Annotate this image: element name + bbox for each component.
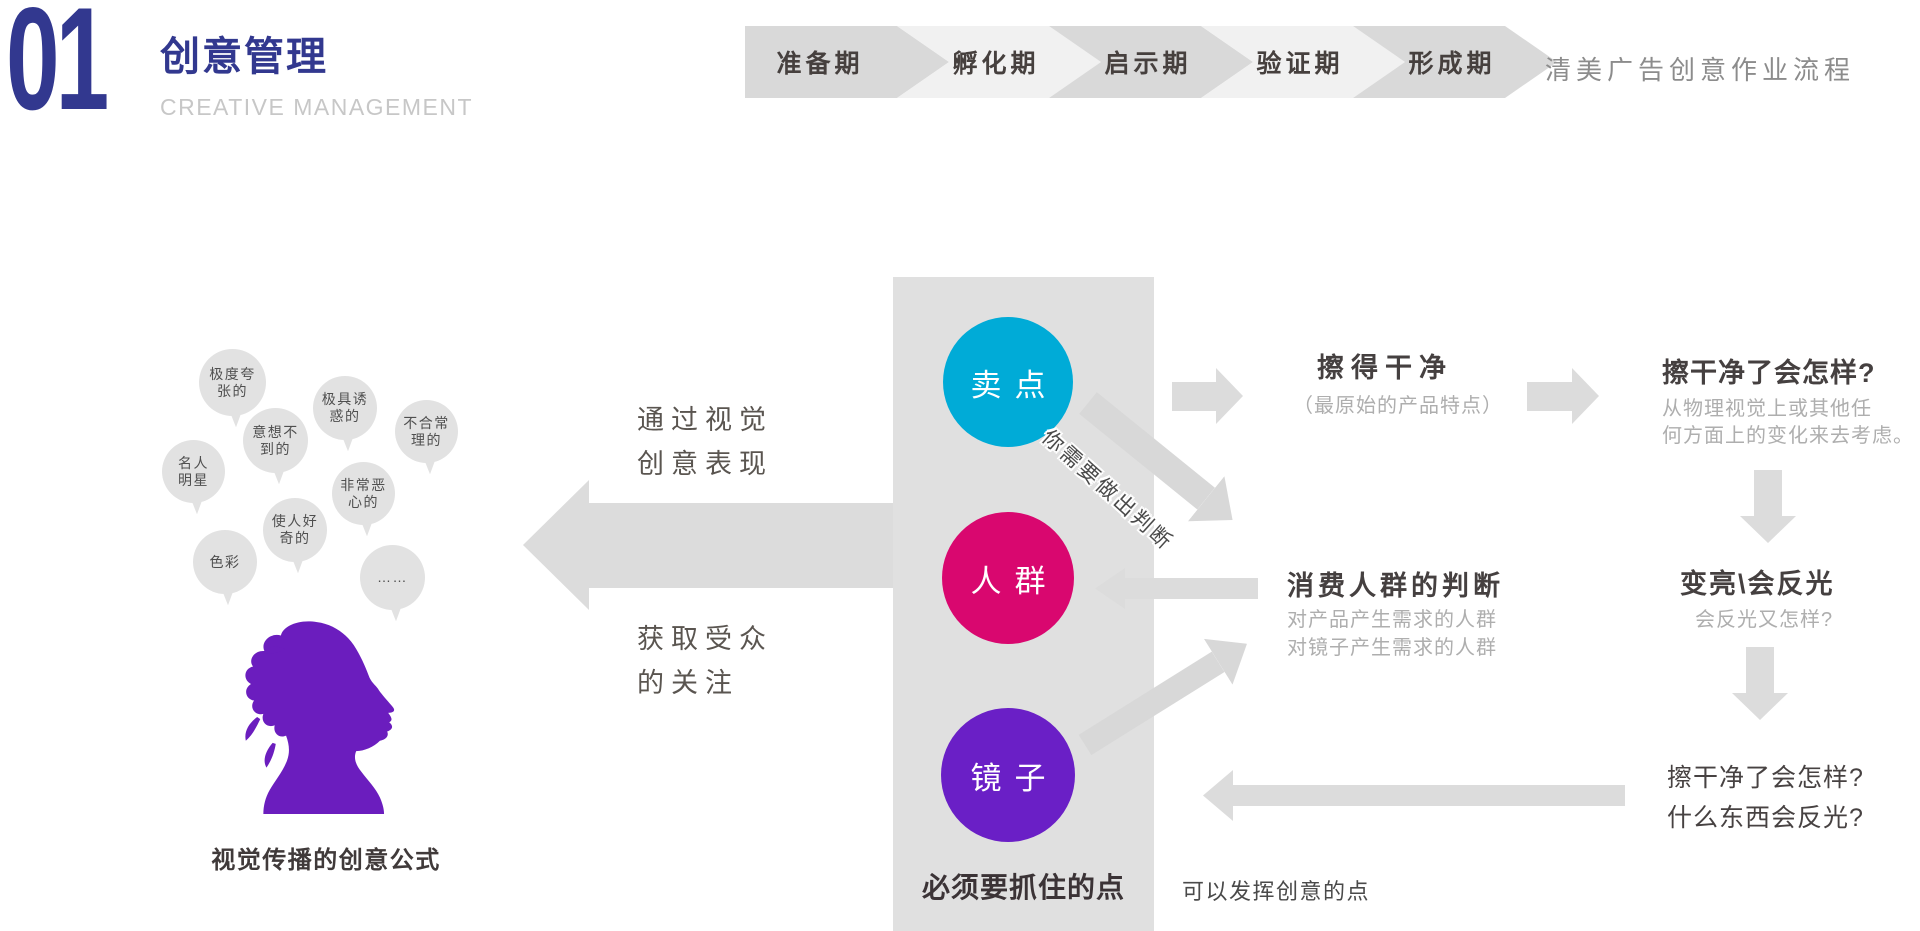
idea-bubble-text: 色彩 xyxy=(209,553,241,570)
what-if-clean-note: 从物理视觉上或其他任 何方面上的变化来去考虑。 xyxy=(1662,396,1914,450)
process-stage-label: 准备期 xyxy=(776,50,864,78)
arrow-down-1-body-icon xyxy=(1754,470,1782,516)
what-if-clean-note-line2: 何方面上的变化来去考虑。 xyxy=(1662,425,1914,447)
idea-bubble-text: 非常恶心的 xyxy=(340,476,387,510)
bubble-tail xyxy=(421,459,435,475)
idea-bubble-text: 意想不到的 xyxy=(252,423,299,457)
bubble-tail xyxy=(188,499,202,515)
key-point-circle-3: 镜子 xyxy=(941,708,1075,842)
arrow-left-audience-body-icon xyxy=(1123,578,1258,599)
idea-bubble-text: 极度夸张的 xyxy=(209,365,256,399)
idea-bubble: …… xyxy=(360,545,425,622)
consumer-judgment-title: 消费人群的判断 xyxy=(1287,571,1504,601)
bubble-tail xyxy=(290,558,303,574)
page-title: 创意管理 xyxy=(160,35,328,79)
wipe-clean-subtitle: （最原始的产品特点） xyxy=(1293,395,1503,417)
process-stage-label: 验证期 xyxy=(1256,50,1344,78)
idea-bubble: 使人好奇的 xyxy=(263,498,327,574)
idea-bubble: 极具诱惑的 xyxy=(313,376,377,452)
idea-bubble: 意想不到的 xyxy=(243,408,308,485)
mirror-questions-line2: 什么东西会反光? xyxy=(1667,804,1864,832)
idea-bubble: 非常恶心的 xyxy=(332,462,395,537)
process-stage-label: 孵化期 xyxy=(952,50,1040,78)
creative-points-label: 可以发挥创意的点 xyxy=(1182,879,1371,904)
idea-bubble-text: 不合常理的 xyxy=(403,414,450,448)
mid-top-text: 通过视觉 创意表现 xyxy=(637,398,773,486)
bubble-tail xyxy=(270,469,284,485)
key-point-circle-2: 人群 xyxy=(942,512,1074,644)
big-left-arrow-body-icon xyxy=(588,503,894,588)
wipe-clean-title: 擦得干净 xyxy=(1317,353,1453,383)
arrow-down-2-head-icon xyxy=(1732,693,1788,720)
idea-bubble: 不合常理的 xyxy=(395,400,458,475)
bubble-tail xyxy=(227,412,241,428)
arrow-left-long-body-icon xyxy=(1231,785,1625,806)
section-number: 01 xyxy=(6,0,109,140)
consumer-judgment-note-line2: 对镜子产生需求的人群 xyxy=(1287,637,1497,659)
bubble-tail xyxy=(220,590,233,606)
woman-silhouette-image xyxy=(226,618,408,814)
mirror-questions-text: 擦干净了会怎样? 什么东西会反光? xyxy=(1667,758,1864,838)
page-subtitle: CREATIVE MANAGEMENT xyxy=(160,94,474,120)
process-stage-label: 形成期 xyxy=(1408,50,1496,78)
big-left-arrow-head-icon xyxy=(523,480,589,610)
idea-bubble: 色彩 xyxy=(193,530,257,606)
bubble-tail xyxy=(358,521,372,537)
brighten-reflect-title: 变亮\会反光 xyxy=(1680,569,1835,599)
mid-bottom-line2: 的关注 xyxy=(637,668,739,698)
process-stage-label: 启示期 xyxy=(1104,50,1192,78)
bubble-tail xyxy=(340,436,353,452)
arrow-left-long-head-icon xyxy=(1203,770,1233,821)
band-bottom-label: 必须要抓住的点 xyxy=(921,872,1125,903)
mirror-questions-line1: 擦干净了会怎样? xyxy=(1667,764,1864,792)
what-if-clean-note-line1: 从物理视觉上或其他任 xyxy=(1662,398,1872,420)
mid-bottom-text: 获取受众 的关注 xyxy=(637,617,773,705)
silhouette-caption: 视觉传播的创意公式 xyxy=(211,847,441,874)
consumer-judgment-note-line1: 对产品产生需求的人群 xyxy=(1287,609,1497,631)
idea-bubble-text: …… xyxy=(377,569,408,585)
idea-bubble: 名人明星 xyxy=(162,440,225,515)
idea-bubble-text: 名人明星 xyxy=(178,454,209,488)
arrow-right-1-body-icon xyxy=(1172,382,1216,411)
mid-bottom-line1: 获取受众 xyxy=(637,624,773,654)
arrow-right-2-body-icon xyxy=(1527,382,1572,411)
brighten-reflect-note: 会反光又怎样? xyxy=(1695,609,1834,631)
arrow-right-1-head-icon xyxy=(1216,368,1243,424)
consumer-judgment-note: 对产品产生需求的人群 对镜子产生需求的人群 xyxy=(1287,606,1497,662)
what-if-clean-title: 擦干净了会怎样? xyxy=(1662,358,1876,388)
mid-top-line1: 通过视觉 xyxy=(637,405,773,435)
arrow-down-2-body-icon xyxy=(1746,647,1774,693)
idea-bubble-text: 极具诱惑的 xyxy=(321,391,369,424)
arrow-right-2-head-icon xyxy=(1572,368,1599,424)
mid-top-line2: 创意表现 xyxy=(637,449,773,479)
idea-bubble: 极度夸张的 xyxy=(199,349,266,428)
idea-bubble-text: 使人好奇的 xyxy=(271,513,319,546)
arrow-down-1-head-icon xyxy=(1740,516,1796,543)
process-flow-caption: 清美广告创意作业流程 xyxy=(1545,55,1856,85)
key-point-circle-1: 卖点 xyxy=(943,317,1073,447)
